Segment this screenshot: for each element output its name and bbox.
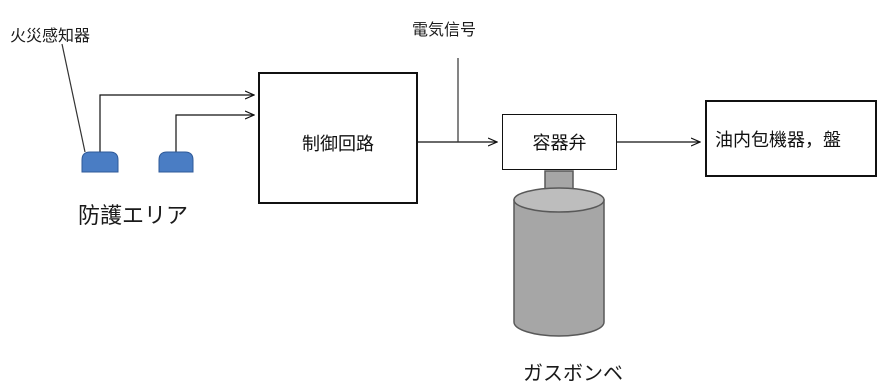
gas-cylinder-body xyxy=(513,187,605,337)
detector-leader-line xyxy=(61,43,86,153)
container-valve-box: 容器弁 xyxy=(502,114,617,170)
control-circuit-label: 制御回路 xyxy=(302,134,374,155)
fire-detector-label: 火災感知器 xyxy=(10,26,91,45)
fire-detector-1 xyxy=(81,151,119,173)
electric-signal-label: 電気信号 xyxy=(412,20,477,39)
control-circuit-box: 制御回路 xyxy=(258,72,418,204)
wire-detector-2 xyxy=(175,115,254,152)
target-equipment-box: 油内包機器，盤 xyxy=(705,100,877,177)
wire-detector-1 xyxy=(99,95,254,152)
protection-area-label: 防護エリア xyxy=(78,204,189,229)
target-equipment-label: 油内包機器，盤 xyxy=(715,129,841,151)
fire-detector-2 xyxy=(158,151,194,173)
container-valve-label: 容器弁 xyxy=(532,133,587,154)
gas-cylinder-label: ガスボンベ xyxy=(523,361,623,385)
